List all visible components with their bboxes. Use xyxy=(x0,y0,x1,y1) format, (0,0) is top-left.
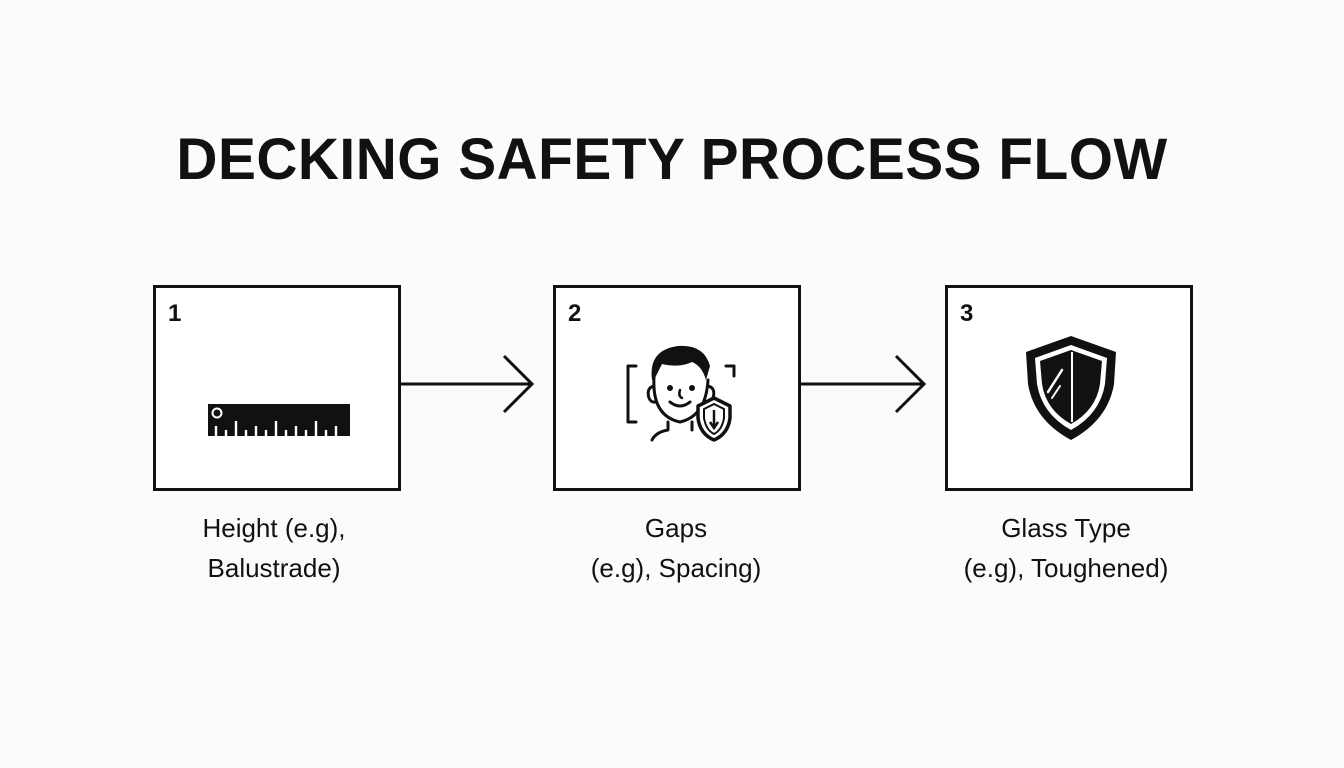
ruler-icon xyxy=(208,404,350,436)
step-number-2: 2 xyxy=(568,300,582,327)
step-label-1: Height (e.g), Balustrade) xyxy=(124,508,424,588)
face-shield-icon xyxy=(626,345,736,442)
step-box-2: 2 xyxy=(553,285,801,491)
step-label-3-line-2: (e.g), Toughened) xyxy=(963,553,1169,583)
step-number-1: 1 xyxy=(168,300,182,327)
step-label-1-line-2: Balustrade) xyxy=(207,553,341,583)
step-label-2-line-2: (e.g), Spacing) xyxy=(590,553,762,583)
step-number-3: 3 xyxy=(960,300,974,327)
glass-shield-icon xyxy=(1026,336,1116,440)
arrow-right-icon xyxy=(400,354,535,414)
step-label-2: Gaps (e.g), Spacing) xyxy=(526,508,826,588)
step-label-3-line-1: Glass Type xyxy=(1001,513,1131,543)
step-box-3: 3 xyxy=(945,285,1193,491)
step-label-3: Glass Type (e.g), Toughened) xyxy=(916,508,1216,588)
step-label-2-line-1: Gaps xyxy=(644,513,708,543)
step-label-1-line-1: Height (e.g), xyxy=(202,513,346,543)
arrow-right-icon xyxy=(800,354,927,414)
step-box-1: 1 xyxy=(153,285,401,491)
diagram-title: DECKING SAFETY PROCESS FLOW xyxy=(176,127,1168,192)
